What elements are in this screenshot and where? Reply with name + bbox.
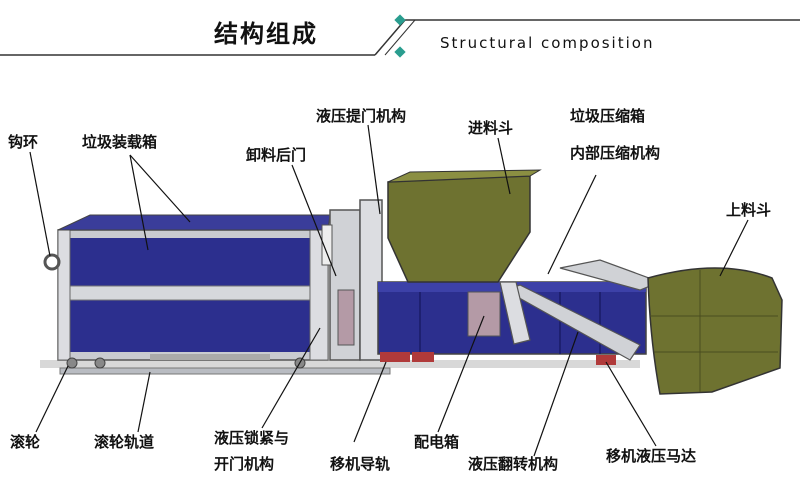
rear-door-frame <box>321 199 383 361</box>
feed-hopper <box>387 169 542 283</box>
hydraulic-motor <box>596 355 616 365</box>
teal-diamond-bottom <box>394 46 406 58</box>
label-hydraulic-door-lift: 液压提门机构 <box>316 107 407 125</box>
label-hydraulic-flip: 液压翻转机构 <box>468 455 559 473</box>
label-electric-box: 配电箱 <box>414 433 460 451</box>
electric-box <box>467 291 501 337</box>
label-inner-compress-line1: 垃圾压缩箱 <box>570 107 646 125</box>
label-feed-hopper: 进料斗 <box>468 119 514 137</box>
label-roller-track: 滚轮轨道 <box>94 433 155 451</box>
label-shift-hydraulic-motor: 移机液压马达 <box>606 447 697 465</box>
label-hydraulic-lock-line1: 液压锁紧与 <box>214 429 290 447</box>
teal-diamond-top <box>394 14 406 26</box>
garbage-container <box>57 214 331 361</box>
hook-ring <box>43 253 61 271</box>
header-decoration <box>0 14 800 58</box>
shift-rail-parts <box>380 352 616 365</box>
roller-track <box>59 367 391 375</box>
leader-lines <box>29 124 749 457</box>
label-hook-ring: 钩环 <box>8 133 39 151</box>
label-garbage-container: 垃圾装载箱 <box>82 133 158 151</box>
loading-hopper <box>647 267 783 395</box>
label-shift-rail: 移机导轨 <box>330 455 391 473</box>
ground-shadow <box>40 360 640 368</box>
label-hydraulic-lock-line2: 开门机构 <box>214 455 275 473</box>
label-unload-rear-door: 卸料后门 <box>246 146 307 164</box>
header-title: 结构组成 <box>214 20 318 48</box>
label-inner-compress-line2: 内部压缩机构 <box>570 144 661 162</box>
label-roller: 滚轮 <box>10 433 41 451</box>
header-subtitle: Structural composition <box>440 34 655 52</box>
label-loading-hopper: 上料斗 <box>726 201 772 219</box>
